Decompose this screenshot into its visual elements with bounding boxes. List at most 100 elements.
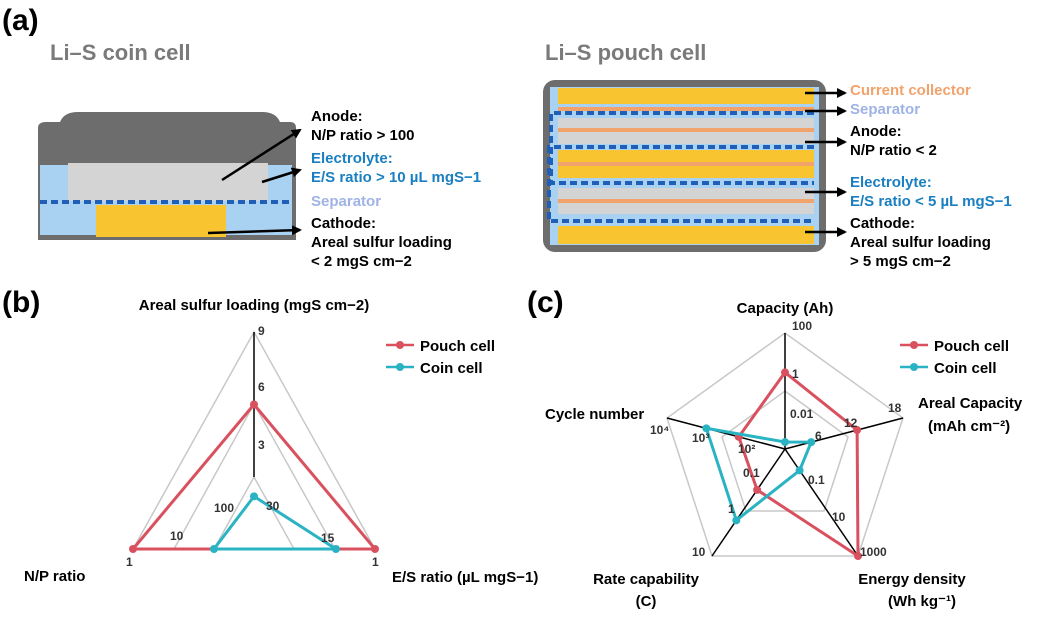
tick-c-capacity-100: 100	[792, 319, 812, 333]
coin-cathode-title: Cathode:	[311, 215, 376, 232]
radar-axis-c-cycle	[666, 417, 786, 450]
pouch-separator-label: Separator	[850, 101, 920, 118]
pouch-electrolyte-es: E/S ratio < 5 µL mgS−1	[850, 193, 1012, 210]
b-coin-cell-point-0	[250, 492, 258, 501]
radar-grid-c	[666, 332, 904, 557]
b-coin-cell-point-2	[210, 545, 218, 553]
radar-axis-c-rate	[711, 448, 786, 557]
legend-c-coin-marker	[910, 363, 918, 371]
axis-label-c-cycle: Cycle number	[545, 406, 644, 423]
tick-b-es-1: 1	[372, 555, 379, 569]
tick-c-rate-1: 1	[728, 502, 735, 516]
radar-axis-c-areal	[784, 417, 904, 450]
coin-separator-label: Separator	[311, 193, 381, 210]
legend-b-pouch-marker	[396, 341, 404, 349]
b-coin-cell-series-line	[210, 494, 342, 551]
panel-label-c: (c)	[527, 286, 564, 319]
coin-cathode-loading: Areal sulfur loading	[311, 234, 452, 251]
radar-axis-c-energy	[784, 448, 859, 557]
axis-label-c-energy: Energy density	[858, 571, 966, 588]
pouch-cathode-layer	[558, 88, 814, 104]
axis-label-c-rate-unit: (C)	[636, 593, 657, 610]
tick-c-energy-01: 0.1	[808, 473, 825, 487]
radar-chart-b	[129, 330, 379, 553]
tick-b-sulfur-3: 3	[258, 438, 265, 452]
pouch-cathode-title: Cathode:	[850, 215, 915, 232]
tick-b-np-1: 1	[126, 555, 133, 569]
legend-c-pouch-label: Pouch cell	[934, 338, 1009, 355]
tick-c-areal-6: 6	[815, 429, 822, 443]
pouch-collector-layer	[558, 162, 814, 166]
tick-c-capacity-001: 0.01	[790, 407, 814, 421]
tick-c-areal-12: 12	[844, 416, 858, 430]
pouch-cathode-value: > 5 mgS cm−2	[850, 253, 951, 270]
pouch-collector-label: Current collector	[850, 82, 971, 99]
tick-b-np-10: 10	[170, 529, 184, 543]
coin-electrolyte-es: E/S ratio > 10 µL mgS−1	[311, 169, 481, 186]
c-pouch-cell-series-line	[737, 370, 860, 559]
tick-c-capacity-1: 1	[792, 367, 799, 381]
pouch-anode-np: N/P ratio < 2	[850, 142, 937, 159]
axis-label-b-es: E/S ratio (µL mgS−1)	[392, 569, 538, 586]
legend-c-pouch-marker	[910, 341, 918, 349]
c-coin-cell-point-1	[807, 438, 816, 447]
axis-label-b-sulfur: Areal sulfur loading (mgS cm−2)	[139, 297, 369, 314]
tick-c-cycle-10000: 10⁴	[650, 423, 669, 437]
legend-b-coin-marker	[396, 363, 404, 371]
c-pouch-cell-point-3	[753, 485, 762, 494]
pouch-anode-title: Anode:	[850, 123, 902, 140]
legend-b-coin-label: Coin cell	[420, 360, 483, 377]
c-coin-cell-point-2	[795, 466, 804, 475]
radar-series-b	[129, 400, 379, 553]
coin-cathode-arrow	[207, 225, 302, 236]
b-pouch-cell-point-2	[129, 545, 137, 553]
tick-c-energy-1000: 1000	[860, 545, 887, 559]
tick-c-rate-01: 0.1	[743, 466, 760, 480]
panel-label-b: (b)	[2, 286, 40, 319]
b-coin-cell-point-1	[331, 545, 340, 553]
radar-series-c	[702, 368, 862, 560]
axis-label-c-capacity: Capacity (Ah)	[737, 300, 834, 317]
coin-anode-title: Anode:	[311, 108, 363, 125]
coin-cell-diagram	[38, 112, 302, 240]
pouch-collector-layer	[558, 199, 814, 203]
c-pouch-cell-point-2	[854, 552, 862, 560]
tick-c-areal-18: 18	[888, 401, 902, 415]
axis-label-c-areal: Areal Capacity	[918, 395, 1023, 412]
coin-anode-np: N/P ratio > 100	[311, 127, 415, 144]
pouch-cell-diagram	[543, 80, 847, 252]
pouch-cell-title: Li–S pouch cell	[545, 40, 706, 65]
c-coin-cell-point-3	[732, 516, 741, 525]
coin-anode-arrow	[221, 128, 302, 182]
c-pouch-cell-point-0	[781, 368, 789, 377]
b-pouch-cell-point-1	[371, 545, 379, 553]
tick-c-rate-10: 10	[692, 545, 706, 559]
tick-b-es-30: 30	[266, 499, 280, 513]
c-coin-cell-point-0	[781, 438, 789, 447]
radar-chart-c	[666, 332, 904, 560]
coin-cathode-value: < 2 mgS cm−2	[311, 253, 412, 270]
tick-c-cycle-100: 10²	[738, 442, 755, 456]
coin-cell-title: Li–S coin cell	[50, 40, 191, 65]
pouch-collector-layer	[558, 107, 814, 111]
legend-c-coin-label: Coin cell	[934, 360, 997, 377]
tick-b-es-15: 15	[321, 531, 335, 545]
tick-c-cycle-1000: 10³	[692, 431, 709, 445]
b-pouch-cell-point-0	[250, 400, 258, 409]
tick-c-energy-10: 10	[832, 510, 846, 524]
axis-label-c-rate: Rate capability	[593, 571, 700, 588]
c-pouch-cell-point-1	[853, 426, 862, 435]
pouch-electrolyte-title: Electrolyte:	[850, 174, 932, 191]
c-coin-cell-point-4	[702, 424, 711, 433]
legend-b-pouch-label: Pouch cell	[420, 338, 495, 355]
coin-cathode	[96, 205, 226, 237]
pouch-collector-layer	[558, 128, 814, 132]
legend-b	[386, 341, 414, 371]
coin-anode	[68, 163, 268, 201]
tick-b-np-100: 100	[214, 501, 234, 515]
legend-c	[900, 341, 928, 371]
pouch-separator	[547, 145, 814, 223]
radar-grid-c	[721, 390, 849, 512]
pouch-cathode-layer	[558, 226, 814, 244]
